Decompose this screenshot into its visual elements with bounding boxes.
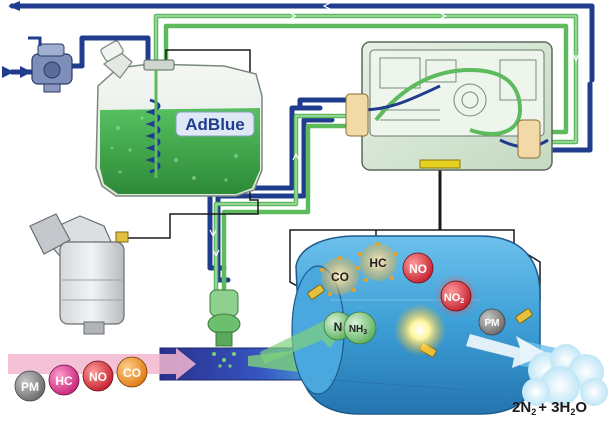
- molecule-no2: NO2: [440, 280, 472, 312]
- molecule-co-spark: CO: [320, 256, 360, 296]
- molecule-no: NO: [82, 360, 114, 392]
- dosing-control-module: [345, 41, 553, 171]
- molecule-co: CO: [116, 356, 148, 388]
- inlet-molecules: PM HC NO CO: [14, 356, 148, 402]
- svg-text:CO: CO: [123, 366, 141, 380]
- dosing-injector: [207, 289, 241, 368]
- svg-text:HC: HC: [369, 256, 387, 270]
- svg-text:N: N: [334, 320, 343, 334]
- svg-text:PM: PM: [485, 318, 500, 329]
- molecule-pm-catalyst: PM: [478, 308, 506, 336]
- pump-icon: [28, 36, 73, 93]
- air-filter: [29, 213, 129, 335]
- svg-text:NO: NO: [89, 370, 107, 384]
- svg-text:HC: HC: [55, 374, 73, 388]
- molecule-no-catalyst: NO: [402, 252, 434, 284]
- output-formula: 2N2+ 3H2O: [512, 399, 587, 417]
- flow-chevrons: [209, 2, 579, 258]
- steam-cloud: [522, 344, 608, 406]
- reaction-flash: [394, 304, 446, 356]
- molecule-hc: HC: [48, 364, 80, 396]
- molecule-nh3: NH3: [343, 311, 377, 345]
- molecule-pm: PM: [14, 370, 46, 402]
- adblue-tank: AdBlue: [95, 40, 263, 197]
- catalyst-molecules: CO HC NO NO2 PM N: [320, 242, 506, 345]
- adblue-label: AdBlue: [185, 115, 245, 134]
- svg-text:NO: NO: [409, 262, 427, 276]
- svg-text:NO2: NO2: [444, 292, 465, 305]
- molecule-hc-spark: HC: [358, 242, 398, 282]
- clean-gas-arrow: [466, 334, 548, 368]
- ammonia-flow-arrow: [260, 318, 344, 364]
- svg-text:CO: CO: [331, 270, 349, 284]
- svg-text:NH3: NH3: [349, 324, 367, 336]
- svg-text:PM: PM: [21, 380, 39, 394]
